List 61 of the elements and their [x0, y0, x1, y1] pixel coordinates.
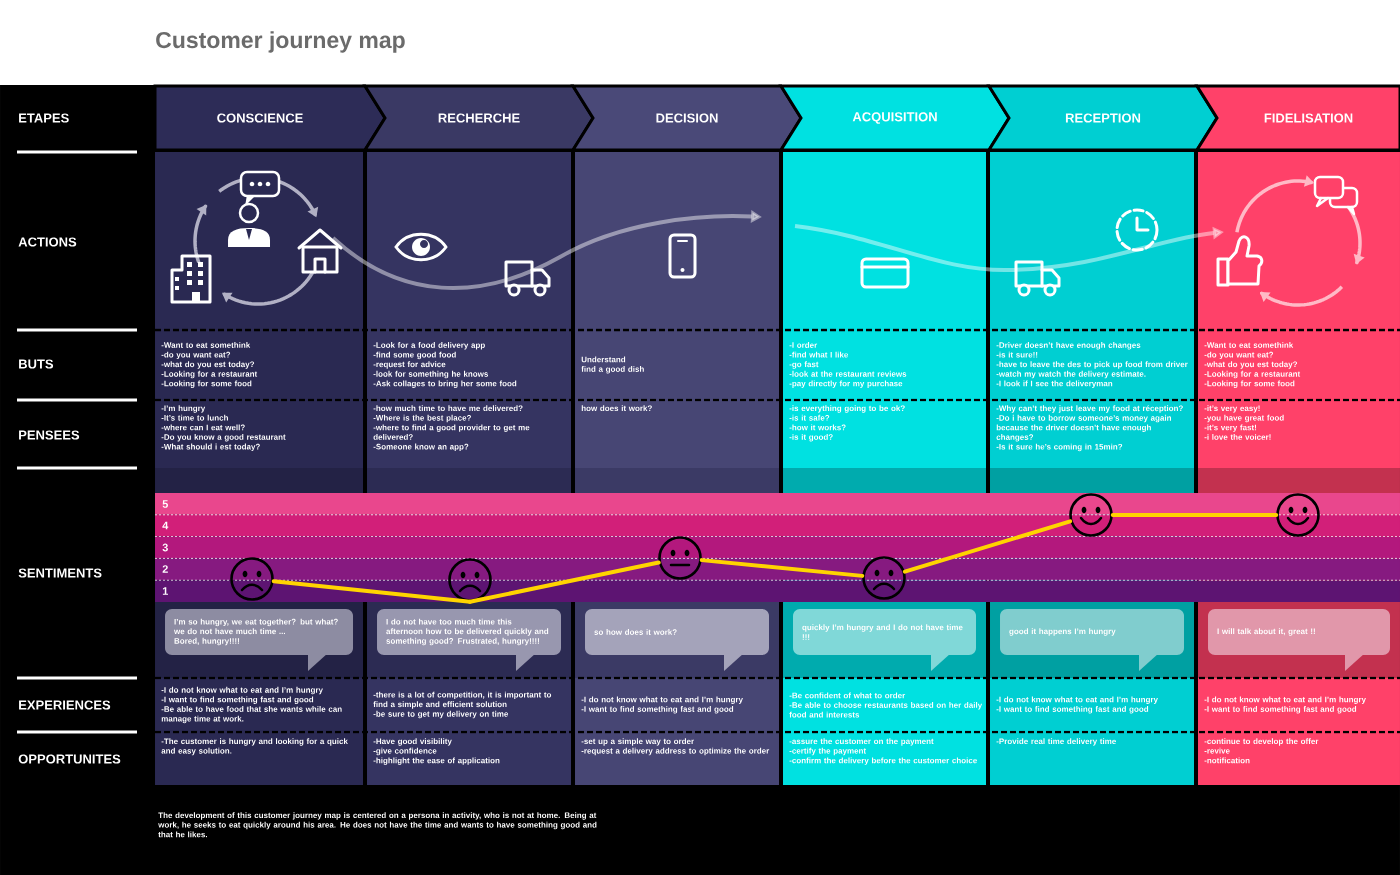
- table-cell: -set up a simple way to order -request a delivery address to optimize the order: [575, 732, 779, 785]
- row-heading: ACTIONS: [18, 237, 77, 247]
- table-cell: -there is a lot of competition, it is important to find a simple and efficient solution -be sure to get my delivery on time: [367, 678, 571, 732]
- row-heading: BUTS: [19, 359, 54, 369]
- scale-number: 4: [162, 521, 169, 530]
- table-cell: -continue to develop the offer -revive -notification: [1198, 732, 1400, 785]
- trend-line: [468, 560, 661, 604]
- row-heading: OPPORTUNITES: [18, 754, 121, 764]
- table-cell: -Look for a food delivery app -find some good food -request for advice -look for something he knows -Ask collages to bring her some food: [367, 330, 571, 400]
- speech-bubble: I do not have too much time this afternoon how to be delivered quickly and something good? Frustrated, hungry!!!!: [377, 609, 561, 671]
- happy-face-icon: [1069, 493, 1113, 537]
- table-cell: -it’s very easy! -you have great food -it’s very fast! -i love the voicer!: [1198, 400, 1400, 468]
- row-heading: ETAPES: [19, 113, 69, 123]
- speech-bubble: so how does it work?: [585, 609, 769, 671]
- caption: The development of this customer journey map is centered on a persona in activity, who is not at home. Being at work, he seeks to eat quickly around his area. He does not have the time and wants to have something good and that he likes.: [158, 812, 597, 838]
- happy-face-icon: [1276, 493, 1320, 537]
- speech-bubble: I will talk about it, great !!: [1208, 609, 1390, 671]
- trend-line: [271, 579, 472, 604]
- stage-header: DECISION: [570, 84, 803, 152]
- table-cell: -I do not know what to eat and I’m hungry -I want to find something fast and good: [1198, 678, 1400, 732]
- scale-number: 1: [162, 587, 168, 595]
- table-cell: -I do not know what to eat and I’m hungry -I want to find something fast and good -Be able to have food that she wants while can manage time at work.: [155, 678, 363, 732]
- table-cell: how does it work?: [575, 400, 779, 468]
- row-heading: SENTIMENTS: [18, 568, 102, 578]
- row-heading: PENSEES: [19, 430, 80, 440]
- table-cell: -is everything going to be ok? -is it safe? -how it works? -is it good?: [783, 400, 986, 468]
- table-cell: -I order -find what I like -go fast -look at the restaurant reviews -pay directly for my purchase: [783, 330, 986, 400]
- table-cell: -I’m hungry -It’s time to lunch -where can I eat well? -Do you know a good restaurant -What should i est today?: [155, 400, 363, 468]
- scale-number: 5: [162, 500, 168, 508]
- table-cell: -I do not know what to eat and I’m hungry -I want to find something fast and good: [575, 678, 779, 732]
- table-cell: -Want to eat somethink -do you want eat? -what do you est today? -Looking for a restaurant -Looking for some food: [155, 330, 363, 400]
- speech-bubble: good it happens I’m hungry: [1000, 609, 1184, 671]
- scale-number: 3: [162, 543, 168, 552]
- sad-face-icon: [862, 556, 906, 600]
- table-cell: -Driver doesn’t have enough changes -is it sure!! -have to leave the des to pick up food from driver -watch my watch the delivery estimate. -I look if I see the deliveryman: [990, 330, 1194, 400]
- stage-header: RECHERCHE: [362, 84, 595, 152]
- neutral-face-icon: [658, 536, 702, 580]
- table-cell: -assure the customer on the payment -certify the payment -confirm the delivery before the customer choice: [783, 732, 986, 785]
- stage-header: RECEPTION: [986, 84, 1219, 152]
- row-heading: EXPERIENCES: [19, 700, 111, 710]
- title: Customer journey map: [156, 31, 405, 53]
- stage-header: ACQUISITION: [778, 84, 1011, 152]
- scale-number: 2: [162, 565, 168, 573]
- table-cell: -how much time to have me delivered? -Where is the best place? -where to find a good provider to get me delivered? -Someone know an app?: [367, 400, 571, 468]
- trend-line: [1110, 513, 1279, 517]
- speech-bubble: I’m so hungry, we eat together? but what? we do not have much time ... Bored, hungry!!!!: [165, 609, 353, 671]
- table-cell: -Why can’t they just leave my food at réception? -Do i have to borrow someone’s money again because the driver doesn’t have enough changes? -Is it sure he’s coming in 15min?: [990, 400, 1194, 468]
- table-cell: -Want to eat somethink -do you want eat? -what do you est today? -Looking for a restaurant -Looking for some food: [1198, 330, 1400, 400]
- table-cell: -Be confident of what to order -Be able to choose restaurants based on her daily food and interests: [783, 678, 986, 732]
- table-cell: -The customer is hungry and looking for a quick and easy solution.: [155, 732, 363, 785]
- sad-face-icon: [230, 557, 274, 601]
- trend-line: [902, 519, 1073, 574]
- stage-header: CONSCIENCE: [153, 84, 387, 152]
- table-cell: -Have good visibility -give confidence -highlight the ease of application: [367, 732, 571, 785]
- trend-line: [699, 558, 865, 578]
- table-cell: -I do not know what to eat and I’m hungry -I want to find something fast and good: [990, 678, 1194, 732]
- speech-bubble: quickly I’m hungry and I do not have time !!!: [793, 609, 976, 671]
- table-cell: -Provide real time delivery time: [990, 732, 1194, 785]
- sad-face-icon: [448, 558, 492, 602]
- table-cell: Understand find a good dish: [575, 330, 779, 400]
- stage-header: FIDELISATION: [1194, 84, 1400, 152]
